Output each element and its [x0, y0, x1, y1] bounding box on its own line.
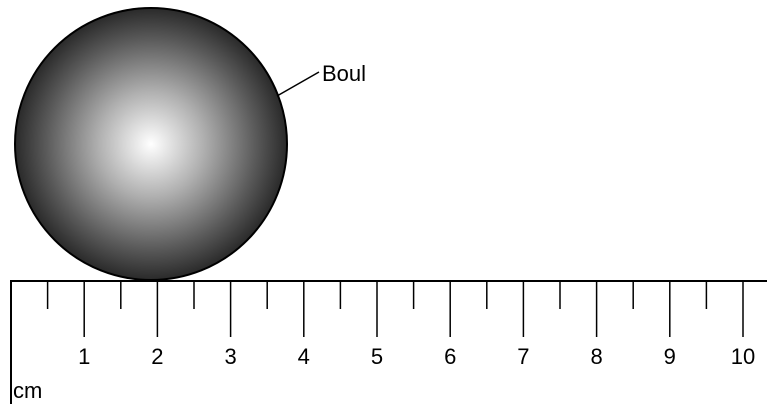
ruler-tick-label: 5 — [371, 344, 383, 369]
ball: Boul — [14, 7, 366, 281]
ruler: 1 2 3 4 5 6 7 8 9 10 cm — [10, 280, 767, 404]
ruler-tick-label: 1 — [78, 344, 90, 369]
ruler-ticks — [46, 281, 744, 337]
ruler-tick-label: 10 — [731, 344, 755, 369]
ball-sphere — [14, 7, 288, 281]
ruler-tick-label: 6 — [444, 344, 456, 369]
ruler-tick-label: 7 — [517, 344, 529, 369]
ruler-tick-labels: 1 2 3 4 5 6 7 8 9 10 — [78, 344, 755, 369]
ball-label-leader — [276, 71, 320, 97]
ruler-unit-label: cm — [13, 378, 42, 403]
ruler-outline — [10, 280, 767, 404]
ruler-tick-label: 8 — [590, 344, 602, 369]
ruler-tick-label: 4 — [298, 344, 310, 369]
ball-label: Boul — [322, 61, 366, 86]
ruler-tick-label: 9 — [664, 344, 676, 369]
ruler-tick-label: 2 — [151, 344, 163, 369]
ruler-tick-label: 3 — [224, 344, 236, 369]
